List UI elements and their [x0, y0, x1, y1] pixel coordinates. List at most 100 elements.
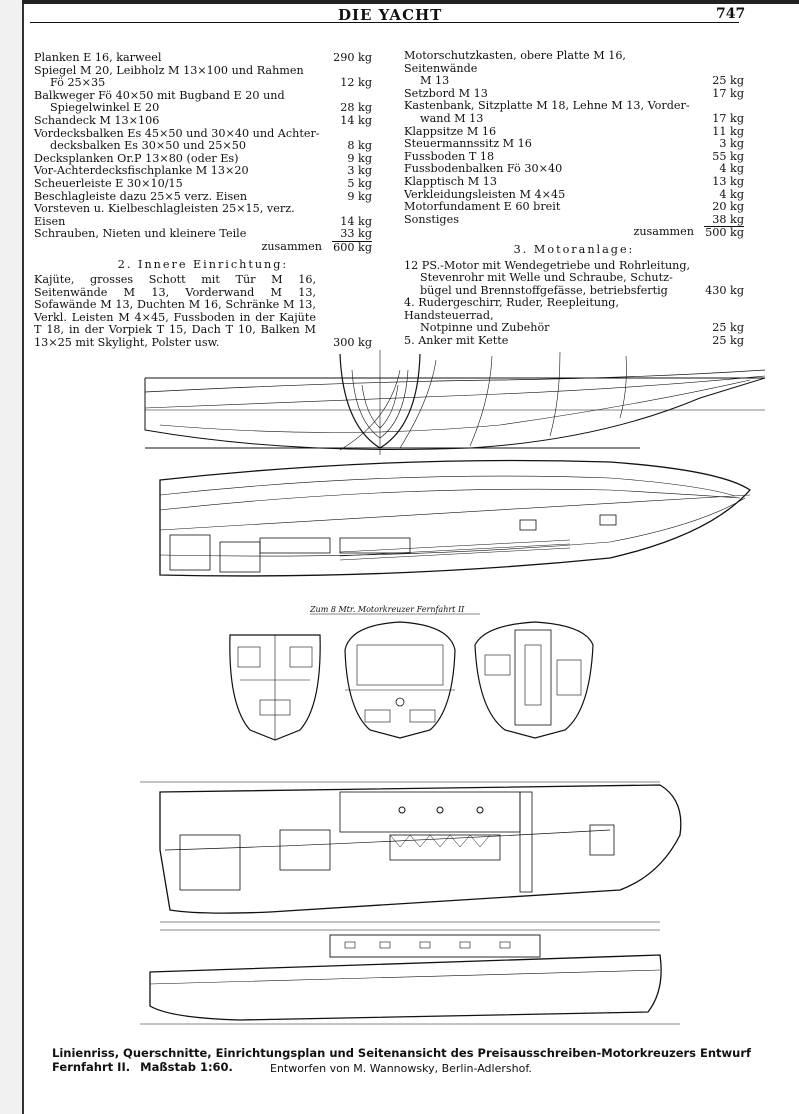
hull-item: Beschlagleiste dazu 25×5 verz. Eisen 9 kg: [34, 189, 372, 204]
figure-caption: Linienriss, Querschnitte, Einrichtungspl…: [52, 1046, 772, 1074]
hull-item-weight: 14 kg: [340, 113, 372, 127]
right-column: Motorschutzkasten, obere Platte M 16, Se…: [404, 49, 744, 348]
fitting-item-weight: 4 kg: [719, 187, 744, 201]
scan-top-edge: [22, 0, 799, 4]
left-total-label: zusammen: [261, 239, 322, 253]
motor-item: 12 PS.-Motor mit Wendegetriebe und Rohrl…: [404, 258, 744, 298]
fitting-item: Fussboden T 18 55 kg: [404, 149, 744, 164]
fitting-item: Verkleidungsleisten M 4×45 4 kg: [404, 187, 744, 202]
page-header-title: DIE YACHT: [338, 6, 443, 24]
hull-item-weight: 5 kg: [347, 176, 372, 190]
hull-item-weight: 14 kg: [340, 214, 372, 228]
hull-item-weight: 8 kg: [347, 139, 372, 153]
hull-item: Vor-Achterdecksfischplanke M 13×20 3 kg: [34, 165, 372, 178]
right-weight-list: Motorschutzkasten, obere Platte M 16, Se…: [404, 49, 744, 227]
motor-item-weight: 25 kg: [712, 321, 744, 335]
right-total: zusammen 500 kg: [404, 226, 744, 240]
header-rule: [30, 22, 739, 23]
section-heading-interior: 2. Innere Einrichtung:: [117, 257, 289, 271]
fitting-item-weight: 11 kg: [712, 124, 744, 138]
fitting-item: Klapptisch M 13 13 kg: [404, 174, 744, 189]
fitting-item-description: Kastenbank, Sitzplatte M 18, Lehne M 13,…: [404, 99, 690, 125]
hull-item: Planken E 16, karweel 290 kg: [34, 51, 372, 65]
hull-item-description: Vordecksbalken Es 45×50 und 30×40 und Ac…: [34, 126, 320, 153]
yacht-drawings: Zum 8 Mtr. Motorkreuzer Fernfahrt II: [140, 350, 766, 1025]
hull-item: Schandeck M 13×106 14 kg: [34, 113, 372, 128]
fitting-item-description: Setzbord M 13: [404, 86, 488, 100]
right-total-label: zusammen: [633, 225, 694, 239]
motor-item: 5. Anker mit Kette 25 kg: [404, 334, 744, 348]
caption-scale: Maßstab 1:60.: [140, 1060, 233, 1074]
hull-item-description: Planken E 16, karweel: [34, 51, 162, 64]
motor-weight-list: 12 PS.-Motor mit Wendegetriebe und Rohrl…: [404, 258, 744, 348]
hull-item-description: Schandeck M 13×106: [34, 113, 160, 127]
fitting-item: Klappsitze M 16 11 kg: [404, 124, 744, 139]
interior-entry: Kajüte, grosses Schott mit Tür M 16, Sei…: [34, 273, 372, 350]
fitting-item: Kastenbank, Sitzplatte M 18, Lehne M 13,…: [404, 100, 744, 125]
motor-item-description: 4. Rudergeschirr, Ruder, Reepleitung, Ha…: [404, 296, 620, 335]
fitting-item-weight: 17 kg: [712, 111, 744, 125]
lines-plan-top: [159, 459, 751, 577]
fitting-item-description: Klapptisch M 13: [404, 174, 498, 188]
interior-value: 300 kg: [333, 336, 372, 350]
left-weight-list: Planken E 16, karweel 290 kg Spiegel M 20,…: [34, 51, 372, 241]
fitting-item-weight: 4 kg: [719, 162, 744, 176]
hull-item: Decksplanken Or.P 13×80 (oder Es) 9 kg: [34, 151, 372, 166]
hull-item: Scheuerleiste E 30×10/15 5 kg: [34, 176, 372, 191]
fitting-item-description: Motorfundament E 60 breit: [404, 200, 561, 214]
hull-item: Schrauben, Nieten und kleinere Teile 33 k…: [34, 228, 372, 241]
hull-item-description: Schrauben, Nieten und kleinere Teile: [34, 227, 247, 241]
fitting-item-description: Sonstiges: [404, 212, 459, 226]
hull-item-weight: 3 kg: [347, 164, 372, 178]
lines-plan-profile: [144, 350, 766, 455]
hull-item: Vordecksbalken Es 45×50 und 30×40 und Ac…: [34, 126, 372, 153]
left-column: Planken E 16, karweel 290 kg Spiegel M 20,…: [34, 51, 372, 350]
caption-text: Linienriss, Querschnitte, Einrichtungspl…: [52, 1046, 752, 1074]
cross-sections: [229, 621, 594, 741]
cross-section-title: Zum 8 Mtr. Motorkreuzer Fernfahrt II: [309, 605, 465, 614]
figure-byline: Entworfen von M. Wannowsky, Berlin-Adler…: [270, 1062, 532, 1075]
motor-item-description: 5. Anker mit Kette: [404, 334, 509, 348]
hull-item: Spiegel M 20, Leibholz M 13×100 und Rahm…: [34, 63, 372, 90]
side-elevation: [140, 934, 680, 1025]
fitting-item-description: Verkleidungsleisten M 4×45: [404, 187, 566, 201]
motor-item-weight: 430 kg: [705, 283, 744, 297]
section-heading-motor: 3. Motoranlage:: [513, 242, 635, 256]
hull-item-weight: 28 kg: [340, 101, 372, 115]
fitting-item: Motorschutzkasten, obere Platte M 16, Se…: [404, 49, 744, 88]
scan-left-edge: [0, 0, 24, 1114]
hull-item-description: Decksplanken Or.P 13×80 (oder Es): [34, 151, 239, 165]
arrangement-plan: [140, 781, 682, 931]
fitting-item-description: Motorschutzkasten, obere Platte M 16, Se…: [404, 49, 626, 88]
fitting-item-description: Klappsitze M 16: [404, 124, 497, 138]
fitting-item-description: Fussboden T 18: [404, 149, 495, 163]
hull-item-description: Spiegel M 20, Leibholz M 13×100 und Rahm…: [34, 63, 304, 90]
motor-item-description: 12 PS.-Motor mit Wendegetriebe und Rohrl…: [404, 258, 691, 297]
fitting-item-description: Steuermannssitz M 16: [404, 137, 532, 151]
hull-item-weight: 9 kg: [347, 189, 372, 203]
fitting-item: Fussbodenbalken Fö 30×40 4 kg: [404, 163, 744, 176]
hull-item-description: Scheuerleiste E 30×10/15: [34, 176, 183, 190]
hull-item-description: Vorsteven u. Kielbeschlagleisten 25×15, …: [34, 202, 295, 228]
fitting-item-weight: 13 kg: [712, 174, 744, 188]
fitting-item-weight: 20 kg: [712, 200, 744, 214]
hull-item-weight: 9 kg: [347, 151, 372, 165]
hull-item-weight: 12 kg: [340, 76, 372, 90]
left-total: zusammen 600 kg: [34, 239, 372, 255]
fitting-item-weight: 55 kg: [712, 149, 744, 163]
hull-item-description: Vor-Achterdecksfischplanke M 13×20: [34, 164, 249, 178]
motor-item: 4. Rudergeschirr, Ruder, Reepleitung, Ha…: [404, 296, 744, 335]
hull-item-weight: 33 kg: [340, 227, 372, 241]
right-total-value: 500 kg: [704, 226, 744, 240]
hull-item-weight: 290 kg: [333, 51, 372, 64]
fitting-item-description: Fussbodenbalken Fö 30×40: [404, 162, 563, 176]
page-number: 747: [716, 6, 746, 22]
motor-item-weight: 25 kg: [712, 334, 744, 348]
interior-text: Kajüte, grosses Schott mit Tür M 16, Sei…: [34, 273, 316, 350]
hull-item-description: Beschlagleiste dazu 25×5 verz. Eisen: [34, 189, 248, 203]
